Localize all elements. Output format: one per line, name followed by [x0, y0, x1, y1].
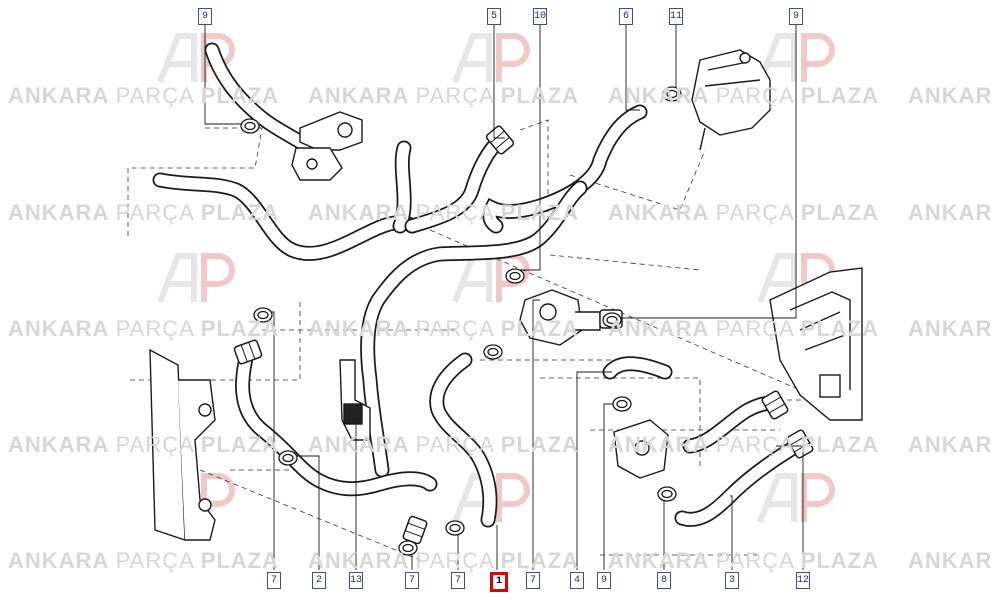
- callout-7[interactable]: 7: [451, 572, 465, 589]
- clamp-icon: [662, 86, 682, 102]
- clamp-icon: [602, 312, 622, 328]
- hose-body: [154, 174, 418, 260]
- hose-coupling: [402, 515, 428, 545]
- callout-2[interactable]: 2: [312, 572, 326, 589]
- leader-line: [730, 495, 733, 570]
- leader-line: [603, 403, 622, 570]
- hoses: [152, 42, 814, 545]
- callout-10[interactable]: 10: [533, 8, 547, 25]
- valve-assembly-top-left: [291, 111, 363, 181]
- callout-7[interactable]: 7: [405, 572, 419, 589]
- leader-line: [295, 455, 320, 570]
- radiator-left: [149, 348, 216, 541]
- ap-logo-icon: [452, 33, 530, 84]
- callout-5[interactable]: 5: [487, 8, 501, 25]
- components: [149, 49, 863, 541]
- hose-clamps: [240, 86, 682, 556]
- leader-line: [776, 445, 804, 570]
- callout-12[interactable]: 12: [796, 572, 810, 589]
- callout-7[interactable]: 7: [267, 572, 281, 589]
- hose-body: [604, 358, 671, 378]
- ap-logo-icon: [757, 33, 835, 84]
- heater-core-box: [769, 267, 863, 421]
- callout-11[interactable]: 11: [669, 8, 683, 25]
- hose-body: [206, 44, 318, 156]
- callout-7[interactable]: 7: [526, 572, 540, 589]
- clamp-icon: [505, 268, 525, 284]
- hose-body: [236, 344, 436, 495]
- hose-coupling: [233, 339, 263, 365]
- callout-9[interactable]: 9: [789, 8, 803, 25]
- callout-4[interactable]: 4: [570, 572, 584, 589]
- hose-coupling: [485, 125, 515, 155]
- hose-body: [394, 142, 410, 232]
- water-valve-block: [613, 419, 669, 479]
- hose-body: [431, 354, 496, 526]
- clamp-icon: [398, 540, 418, 556]
- hose-coupling: [761, 390, 789, 420]
- hose-coupling: [786, 429, 814, 459]
- hose-body: [406, 134, 506, 232]
- clamp-icon: [445, 520, 465, 536]
- hose-body: [484, 106, 646, 232]
- clamp-icon: [657, 486, 677, 502]
- callout-13[interactable]: 13: [349, 572, 363, 589]
- leader-line: [532, 299, 540, 570]
- ap-logo-icon: [157, 253, 235, 304]
- expansion-tank: [691, 49, 771, 151]
- clamp-icon: [240, 118, 260, 134]
- hose-bracket: [339, 359, 371, 441]
- leader-line: [612, 25, 797, 319]
- leader-line: [520, 25, 541, 271]
- clamp-icon: [483, 344, 503, 360]
- leader-line: [576, 371, 612, 570]
- clamp-icon: [612, 396, 632, 412]
- leader-line: [625, 25, 640, 111]
- hose-body: [684, 397, 782, 452]
- clamp-icon: [253, 307, 273, 323]
- callout-9[interactable]: 9: [597, 572, 611, 589]
- leader-line: [663, 493, 667, 570]
- leader-line: [493, 25, 505, 139]
- callout-9[interactable]: 9: [198, 8, 212, 25]
- ap-logo-icon: [757, 473, 835, 524]
- callout-1[interactable]: 1: [490, 572, 508, 592]
- callout-8[interactable]: 8: [657, 572, 671, 589]
- leader-line: [674, 25, 677, 91]
- callout-6[interactable]: 6: [619, 8, 633, 25]
- leader-line: [204, 25, 248, 125]
- callout-3[interactable]: 3: [725, 572, 739, 589]
- clamp-icon: [278, 450, 298, 466]
- hose-outline: [235, 342, 438, 497]
